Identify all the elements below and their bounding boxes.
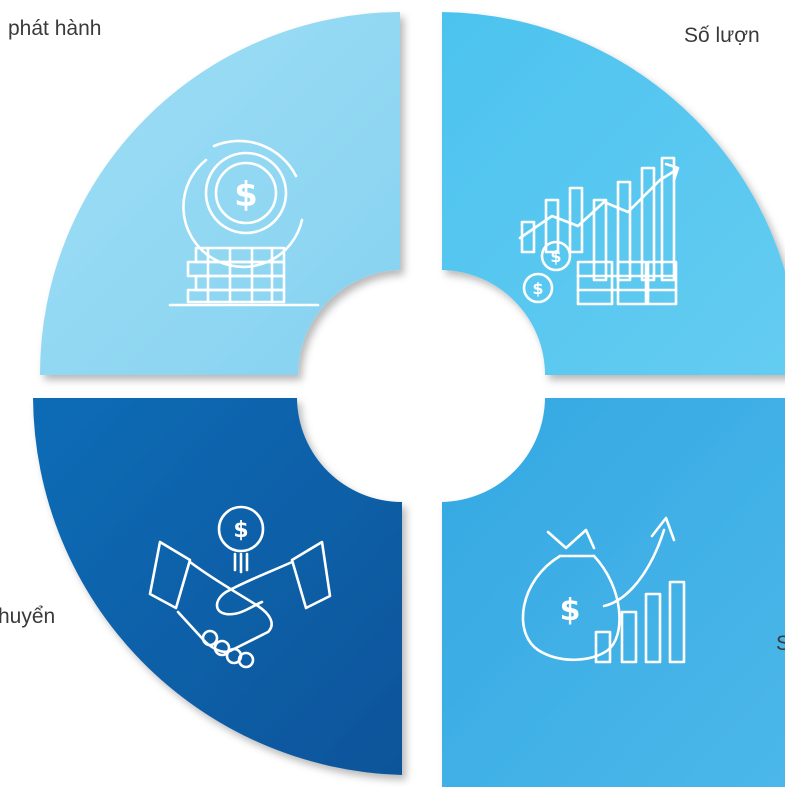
currency-symbol: $ — [550, 247, 561, 266]
label-bottom-left: huyển — [0, 605, 56, 628]
growth-bar-chart-icon — [518, 156, 680, 306]
coin-stack-icon — [168, 139, 320, 307]
handshake-deal-icon — [148, 505, 332, 669]
label-bottom-right: S — [776, 632, 785, 655]
quadrant-bottom-right — [442, 398, 785, 787]
label-top-right: Số lượn — [684, 24, 760, 47]
label-top-left: phát hành — [8, 17, 102, 40]
currency-symbol: $ — [532, 279, 543, 298]
quadrant-bottom-left — [33, 398, 402, 787]
quadrant-top-right — [442, 12, 785, 375]
quadrant-top-left — [39, 12, 401, 375]
money-bag-growth-icon — [521, 516, 686, 664]
currency-symbol: $ — [560, 593, 581, 628]
currency-symbol: $ — [233, 518, 248, 543]
currency-symbol: $ — [234, 175, 258, 215]
